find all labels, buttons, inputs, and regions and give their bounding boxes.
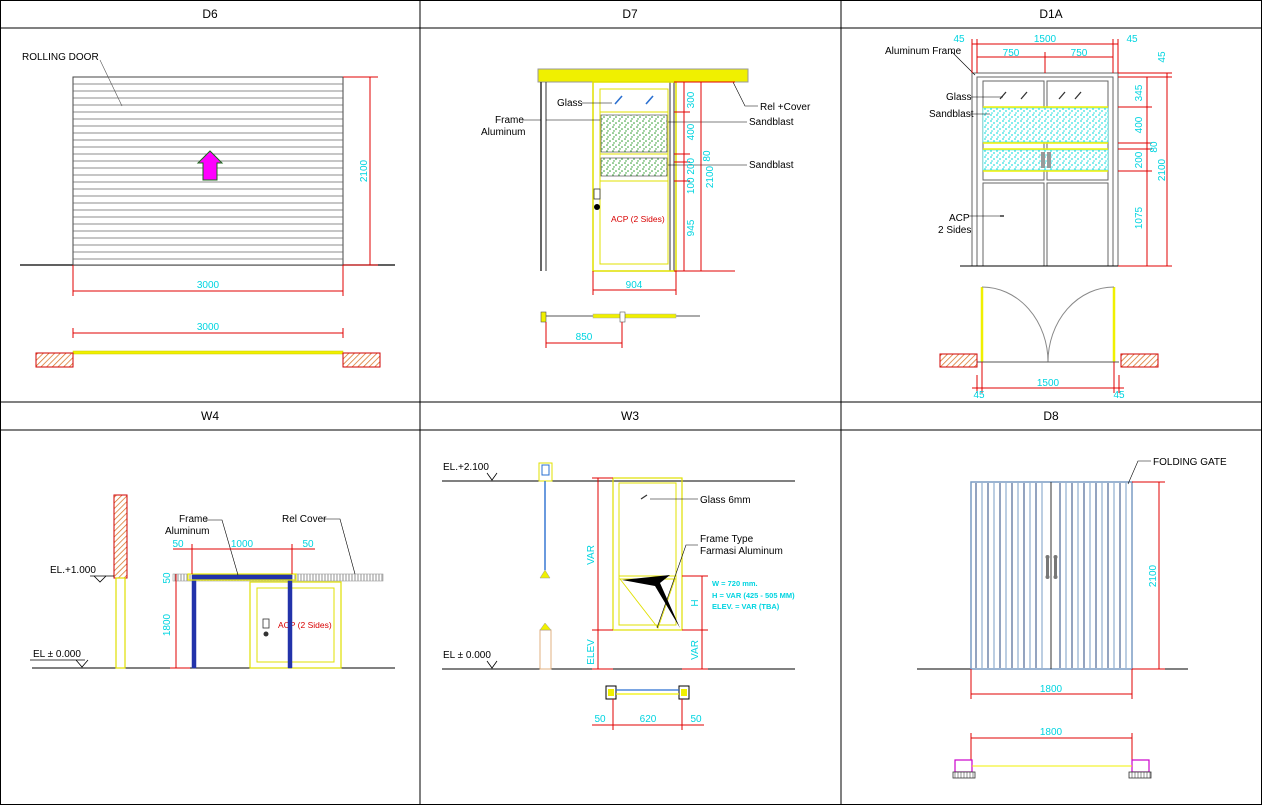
- w4-dim-1000: 1000: [231, 539, 254, 550]
- w4-drawing: EL.+1.000 EL ± 0.000 ACP (2 Sides) Frame…: [30, 494, 395, 669]
- d6-rolling-door-label: ROLLING DOOR: [22, 52, 99, 63]
- d1a-dim-2100: 2100: [1157, 158, 1168, 181]
- w4-dim-50-vert: 50: [162, 572, 173, 584]
- d6-plan-3000: 3000: [197, 322, 220, 333]
- d7-dim-400: 400: [686, 123, 697, 140]
- w4-dim-50-left: 50: [172, 539, 184, 550]
- d1a-dim-400: 400: [1134, 116, 1145, 133]
- d1a-dim-45-right: 45: [1126, 34, 1138, 45]
- w3-frame-type-label: Frame Type: [700, 534, 754, 545]
- d1a-dim-80: 80: [1149, 141, 1160, 153]
- d1a-dim-45-left: 45: [953, 34, 965, 45]
- w4-el-000: EL ± 0.000: [33, 649, 81, 660]
- d1a-acp-label: ACP: [949, 213, 970, 224]
- d6-width-3000: 3000: [197, 280, 220, 291]
- title-w3: W3: [621, 409, 639, 423]
- d1a-aluminum-frame-label: Aluminum Frame: [885, 46, 962, 57]
- w3-spec-h: H = VAR (425 - 505 MM): [712, 591, 795, 600]
- w3-h-dim: H: [690, 599, 701, 606]
- d1a-sandblast-label: Sandblast: [929, 109, 974, 120]
- d7-dim-904: 904: [626, 280, 643, 291]
- w3-glass-6mm-label: Glass 6mm: [700, 495, 751, 506]
- d1a-dim-1075: 1075: [1134, 206, 1145, 229]
- d7-aluminum-label: Aluminum: [481, 127, 525, 138]
- w3-el-2100: EL.+2.100: [443, 462, 489, 473]
- title-d8: D8: [1043, 409, 1059, 423]
- w3-spec-elev: ELEV. = VAR (TBA): [712, 602, 780, 611]
- d7-frame-label: Frame: [495, 115, 524, 126]
- up-arrow-icon: [196, 150, 224, 181]
- d7-dim-850: 850: [576, 332, 593, 343]
- title-d6: D6: [202, 7, 218, 21]
- d8-folding-gate-label: FOLDING GATE: [1153, 457, 1227, 468]
- w4-dim-1800: 1800: [162, 613, 173, 636]
- w3-var-dim-1: VAR: [586, 545, 597, 565]
- w3-drawing: EL.+2.100 EL ± 0.000 Glass 6mm Frame Typ…: [442, 462, 795, 730]
- d1a-plan-45-right: 45: [1113, 390, 1125, 401]
- w3-dim-50-left: 50: [594, 714, 606, 725]
- w3-dim-620: 620: [640, 714, 657, 725]
- w3-var-dim-2: VAR: [690, 640, 701, 660]
- w3-farmasi-label: Farmasi Aluminum: [700, 546, 783, 557]
- w3-elev-dim: ELEV: [586, 639, 597, 665]
- d1a-plan-1500: 1500: [1037, 378, 1060, 389]
- d7-sandblast-label-1: Sandblast: [749, 117, 794, 128]
- d7-rel-cover-label: Rel +Cover: [760, 102, 811, 113]
- w4-rel-cover-label: Rel Cover: [282, 514, 327, 525]
- w4-aluminum-label: Aluminum: [165, 526, 209, 537]
- w4-el-1000: EL.+1.000: [50, 565, 96, 576]
- d1a-dim-750-right: 750: [1071, 48, 1088, 59]
- d7-glass-label: Glass: [557, 98, 583, 109]
- title-d1a: D1A: [1039, 7, 1062, 21]
- d7-dim-2100: 2100: [705, 165, 716, 188]
- d6-drawing: ROLLING DOOR 2100 3000 3000: [20, 52, 395, 368]
- d1a-dim-45-vert: 45: [1157, 51, 1168, 63]
- d8-plan-1800: 1800: [1040, 727, 1063, 738]
- d7-dim-100-200: 100 200: [686, 157, 697, 194]
- d1a-two-sides-label: 2 Sides: [938, 225, 971, 236]
- w3-dim-50-right: 50: [690, 714, 702, 725]
- d1a-dim-200: 200: [1134, 151, 1145, 168]
- d1a-plan-45-left: 45: [973, 390, 985, 401]
- d1a-dim-345: 345: [1134, 84, 1145, 101]
- w4-frame-label: Frame: [179, 514, 208, 525]
- d1a-drawing: Aluminum Frame Glass Sandblast ACP 2 Sid…: [885, 34, 1172, 401]
- d7-drawing: Glass Frame Aluminum Rel +Cover Sandblas…: [481, 68, 811, 348]
- w3-spec-w: W = 720 mm.: [712, 579, 758, 588]
- d7-dim-80: 80: [702, 150, 713, 162]
- d6-height-2100: 2100: [359, 159, 370, 182]
- title-d7: D7: [622, 7, 638, 21]
- d1a-dim-1500: 1500: [1034, 34, 1057, 45]
- d8-drawing: FOLDING GATE 2100 1800 1800: [917, 457, 1227, 779]
- d7-dim-300: 300: [686, 91, 697, 108]
- d7-dim-945: 945: [686, 219, 697, 236]
- w4-acp-label: ACP (2 Sides): [278, 620, 332, 630]
- w4-dim-50-right: 50: [302, 539, 314, 550]
- d7-sandblast-label-2: Sandblast: [749, 160, 794, 171]
- d1a-glass-label: Glass: [946, 92, 972, 103]
- d8-dim-1800: 1800: [1040, 684, 1063, 695]
- w3-el-000: EL ± 0.000: [443, 650, 491, 661]
- d8-dim-2100: 2100: [1148, 564, 1159, 587]
- title-w4: W4: [201, 409, 219, 423]
- d7-acp-label: ACP (2 Sides): [611, 214, 665, 224]
- d1a-dim-750-left: 750: [1003, 48, 1020, 59]
